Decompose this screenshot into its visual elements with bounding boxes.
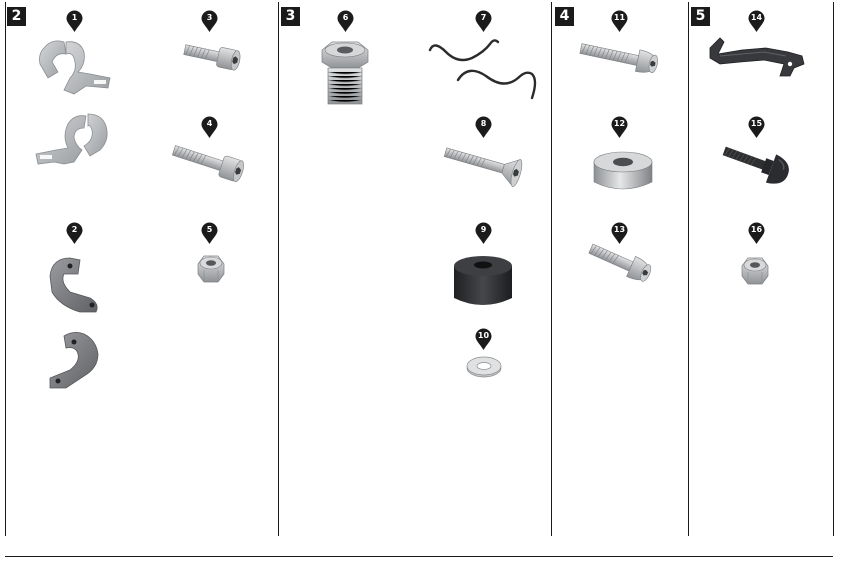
callout-number: 3 (206, 13, 213, 22)
section-badge-4: 4 (555, 7, 574, 26)
callout-pin-4: 4 (201, 116, 218, 139)
callout-number: 4 (206, 119, 213, 128)
black-spacer-part-9 (454, 256, 512, 305)
map-pin-icon (475, 328, 492, 350)
callout-pin-3: 3 (201, 10, 218, 33)
callout-number: 10 (477, 331, 490, 340)
callout-pin-13: 13 (611, 222, 628, 245)
map-pin-icon (201, 116, 218, 138)
aluminum-clamp-part-1-top (39, 40, 111, 95)
callout-pin-12: 12 (611, 116, 628, 139)
callout-pin-8: 8 (475, 116, 492, 139)
map-pin-icon (611, 222, 628, 244)
nylock-nut-part-16 (741, 257, 769, 285)
divider-section-4-5 (688, 2, 689, 536)
callout-number: 12 (613, 119, 626, 128)
aluminum-clamp-part-1-bottom (35, 113, 108, 165)
map-pin-icon (201, 10, 218, 32)
map-pin-icon (748, 116, 765, 138)
washer-part-10 (466, 356, 502, 378)
map-pin-icon (748, 222, 765, 244)
callout-number: 16 (750, 225, 763, 234)
map-pin-icon (611, 10, 628, 32)
callout-number: 2 (71, 225, 78, 234)
socket-cap-screw-part-3 (183, 44, 241, 71)
callout-pin-1: 1 (66, 10, 83, 33)
divider-section-2-3 (278, 2, 279, 536)
callout-number: 8 (480, 119, 487, 128)
button-head-screw-part-11 (579, 43, 658, 74)
divider-right-edge (833, 2, 834, 536)
callout-pin-16: 16 (748, 222, 765, 245)
flat-head-screw-part-8 (443, 147, 523, 188)
map-pin-icon (475, 116, 492, 138)
callout-number: 9 (480, 225, 487, 234)
callout-pin-6: 6 (337, 10, 354, 33)
callout-pin-2: 2 (66, 222, 83, 245)
callout-number: 14 (750, 13, 763, 22)
map-pin-icon (337, 10, 354, 32)
map-pin-icon (475, 10, 492, 32)
callout-number: 6 (342, 13, 349, 22)
map-pin-icon (201, 222, 218, 244)
callout-pin-9: 9 (475, 222, 492, 245)
wire-spring-part-7 (428, 39, 537, 100)
section-badge-3: 3 (281, 7, 300, 26)
map-pin-icon (475, 222, 492, 244)
gray-bracket-part-2-top (49, 257, 98, 313)
callout-number: 7 (480, 13, 487, 22)
callout-number: 13 (613, 225, 626, 234)
callout-number: 11 (613, 13, 626, 22)
sheet-border (5, 2, 834, 536)
gray-bracket-part-2-bottom (49, 332, 99, 389)
callout-pin-11: 11 (611, 10, 628, 33)
callout-pin-5: 5 (201, 222, 218, 245)
carriage-bolt-part-15 (722, 146, 789, 184)
nylock-nut-part-5 (197, 255, 225, 283)
callout-number: 1 (71, 13, 78, 22)
callout-pin-7: 7 (475, 10, 492, 33)
bent-bracket-part-14 (709, 37, 805, 77)
callout-pin-14: 14 (748, 10, 765, 33)
section-badge-5: 5 (691, 7, 710, 26)
map-pin-icon (748, 10, 765, 32)
footer-rule (5, 556, 833, 557)
callout-pin-10: 10 (475, 328, 492, 351)
divider-section-3-4 (551, 2, 552, 536)
callout-number: 5 (206, 225, 213, 234)
map-pin-icon (66, 222, 83, 244)
threaded-bushing-part-6 (321, 41, 369, 105)
map-pin-icon (66, 10, 83, 32)
steel-spacer-part-12 (593, 151, 653, 190)
section-badge-2: 2 (7, 7, 26, 26)
button-head-screw-part-13 (588, 243, 652, 282)
map-pin-icon (611, 116, 628, 138)
socket-cap-screw-part-4 (171, 145, 244, 183)
callout-number: 15 (750, 119, 763, 128)
callout-pin-15: 15 (748, 116, 765, 139)
